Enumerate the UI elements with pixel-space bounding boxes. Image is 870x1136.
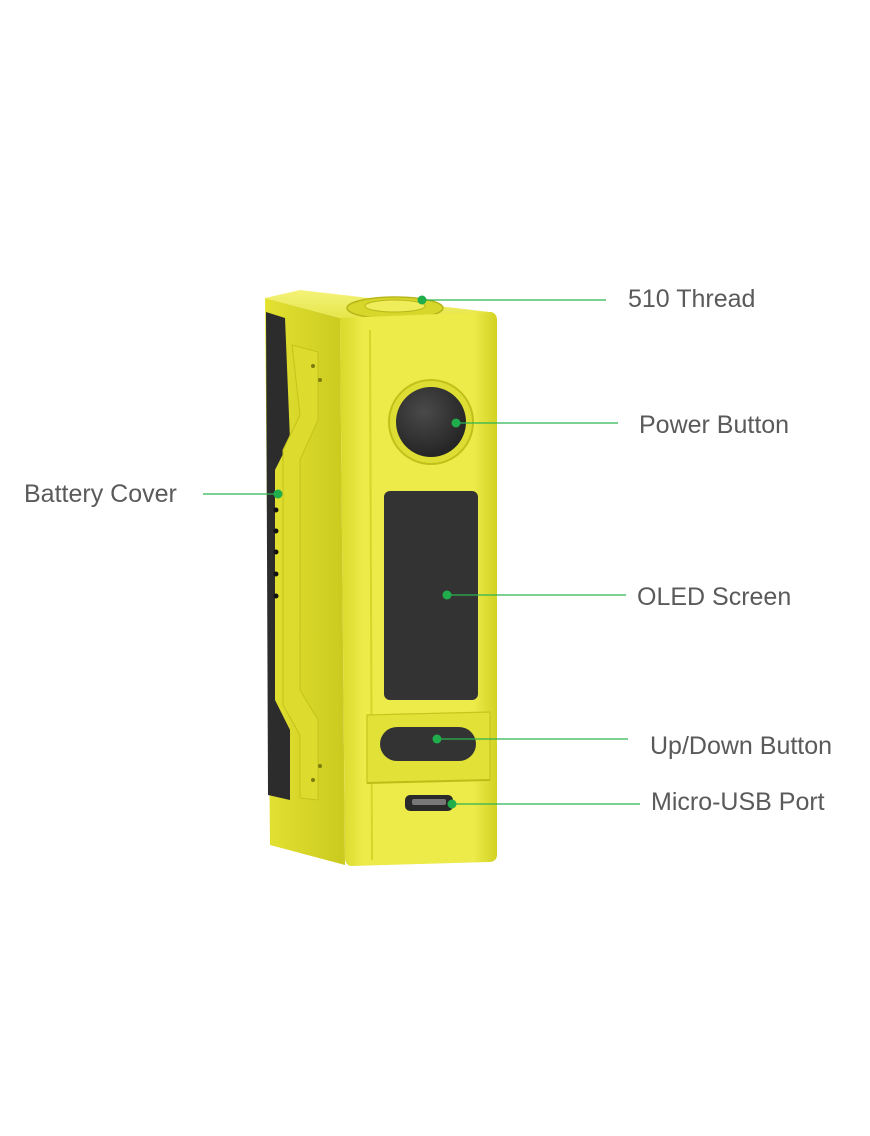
usb-pointer [447,799,457,809]
up-down-button [380,727,476,761]
thread-pointer [417,295,427,305]
label-up-down-button: Up/Down Button [650,732,833,760]
battery-pointer [273,489,283,499]
label-power-button: Power Button [639,411,790,439]
oled-screen [384,491,478,700]
screen-pointer [442,590,452,600]
battery-cover-panel [266,312,290,800]
label-battery-cover: Battery Cover [24,480,177,508]
power-pointer [451,418,461,428]
power-button [396,387,466,457]
label-oled-screen: OLED Screen [637,583,792,611]
label-micro-usb-port: Micro-USB Port [651,788,825,816]
updown-pointer [432,734,442,744]
label-510-thread: 510 Thread [628,285,756,313]
